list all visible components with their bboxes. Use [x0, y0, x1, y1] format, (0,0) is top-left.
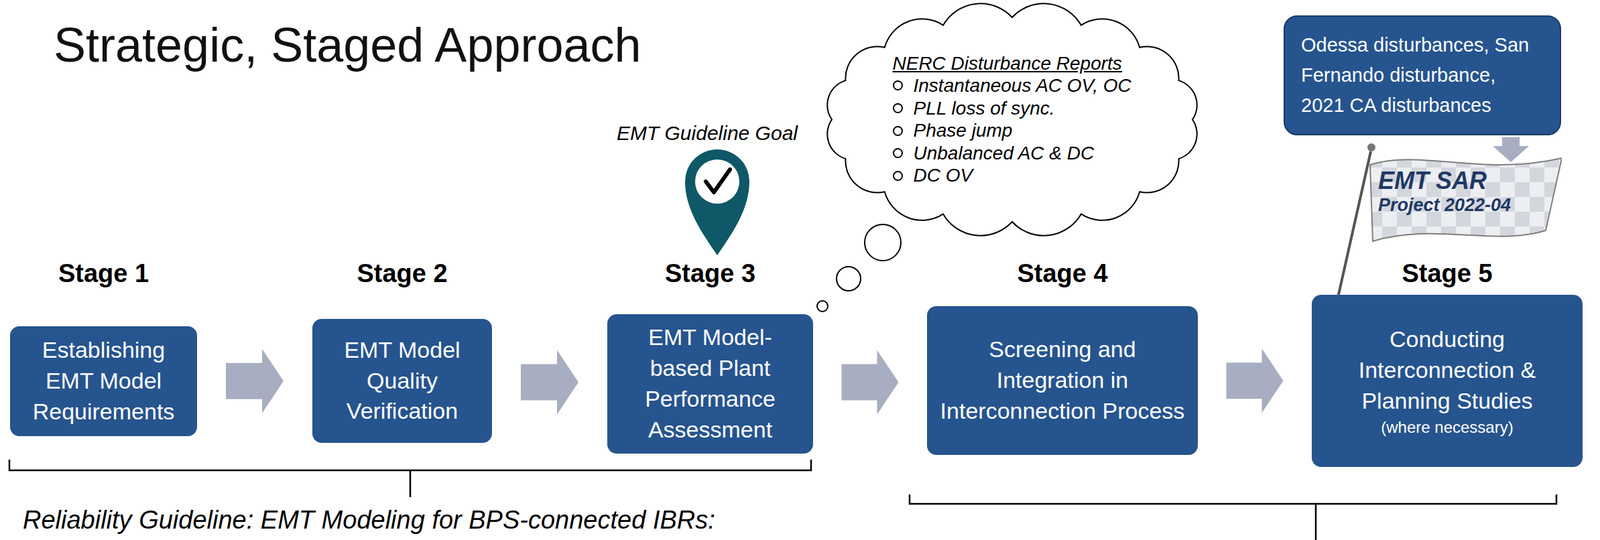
flag-pole [1337, 151, 1371, 298]
stage-text: Establishing EMT Model Requirements [20, 335, 187, 428]
bullet-row: PLL loss of sync. [892, 97, 1132, 120]
bullet-row: Instantaneous AC OV, OC [892, 74, 1132, 98]
flag-text: EMT SARProject 2022-04 [1378, 167, 1511, 216]
flag-subtitle: Project 2022-04 [1378, 194, 1511, 216]
stage-note: (where necessary) [1380, 416, 1513, 438]
bullet-row: Phase jump [892, 119, 1132, 143]
bullet-text: Phase jump [913, 119, 1013, 143]
bullet-text: PLL loss of sync. [913, 97, 1056, 120]
bracket-label: Reliability Guideline: EMT Modeling for … [22, 506, 716, 535]
thought-bubble [864, 224, 901, 261]
bullet-circle [892, 170, 903, 181]
bullet-text: DC OV [913, 164, 974, 188]
goal-label: EMT Guideline Goal [616, 121, 798, 145]
thought-bubble [817, 300, 828, 312]
checkmark [705, 169, 730, 193]
stage-box: Stage 5Conducting Interconnection & Plan… [1311, 294, 1583, 468]
stage-text: EMT Model-based Plant Performance Assess… [618, 322, 803, 446]
bullet-circle [892, 80, 903, 91]
cloud-content: NERC Disturbance ReportsInstantaneous AC… [892, 52, 1132, 188]
block-arrow [225, 349, 284, 414]
bullet-circle [892, 148, 903, 159]
stage-box: Stage 1Establishing EMT Model Requiremen… [10, 326, 198, 437]
bullet-row: DC OV [892, 164, 1132, 188]
cloud-shape [827, 3, 1198, 236]
block-arrow [1226, 348, 1284, 413]
block-arrow [1492, 137, 1529, 163]
stage-heading: Stage 5 [1401, 259, 1493, 289]
diagram-title: Strategic, Staged Approach [53, 17, 642, 73]
event-box: Odessa disturbances, San Fernando distur… [1283, 15, 1562, 136]
thought-bubble [836, 266, 861, 291]
bullet-circle [892, 126, 903, 137]
cloud-heading: NERC Disturbance Reports [892, 52, 1132, 76]
bullet-row: Unbalanced AC & DC [892, 142, 1132, 165]
cloud-outline [815, 1, 1209, 238]
stage-heading: Stage 3 [664, 259, 756, 289]
bracket [9, 459, 812, 498]
flag-title: EMT SAR [1378, 167, 1511, 195]
bullet-circle [892, 103, 903, 114]
stage-box: Stage 3EMT Model-based Plant Performance… [607, 314, 814, 454]
thought-cloud: NERC Disturbance ReportsInstantaneous AC… [815, 1, 1209, 238]
stage-heading: Stage 1 [58, 259, 149, 289]
pin-center [695, 159, 740, 204]
pole-ball [1367, 143, 1376, 152]
map-pin [685, 149, 750, 256]
flag: EMT SARProject 2022-04 [1367, 152, 1562, 247]
stage-box: Stage 4Screening and Integration in Inte… [927, 306, 1198, 456]
block-arrow [841, 349, 899, 415]
stage-text: EMT Model Quality Verification [323, 335, 482, 428]
stage-text: Conducting Interconnection & Planning St… [1322, 324, 1572, 417]
bullet-text: Instantaneous AC OV, OC [913, 74, 1132, 98]
stage-heading: Stage 2 [356, 259, 448, 289]
bullet-text: Unbalanced AC & DC [913, 142, 1095, 165]
bracket [909, 494, 1557, 540]
flag-shape [1370, 158, 1562, 242]
block-arrow [520, 350, 579, 415]
stage-box: Stage 2EMT Model Quality Verification [312, 319, 492, 444]
stage-text: Screening and Integration in Interconnec… [937, 334, 1188, 427]
stage-heading: Stage 4 [1016, 259, 1108, 289]
event-text: Odessa disturbances, San Fernando distur… [1301, 30, 1544, 121]
